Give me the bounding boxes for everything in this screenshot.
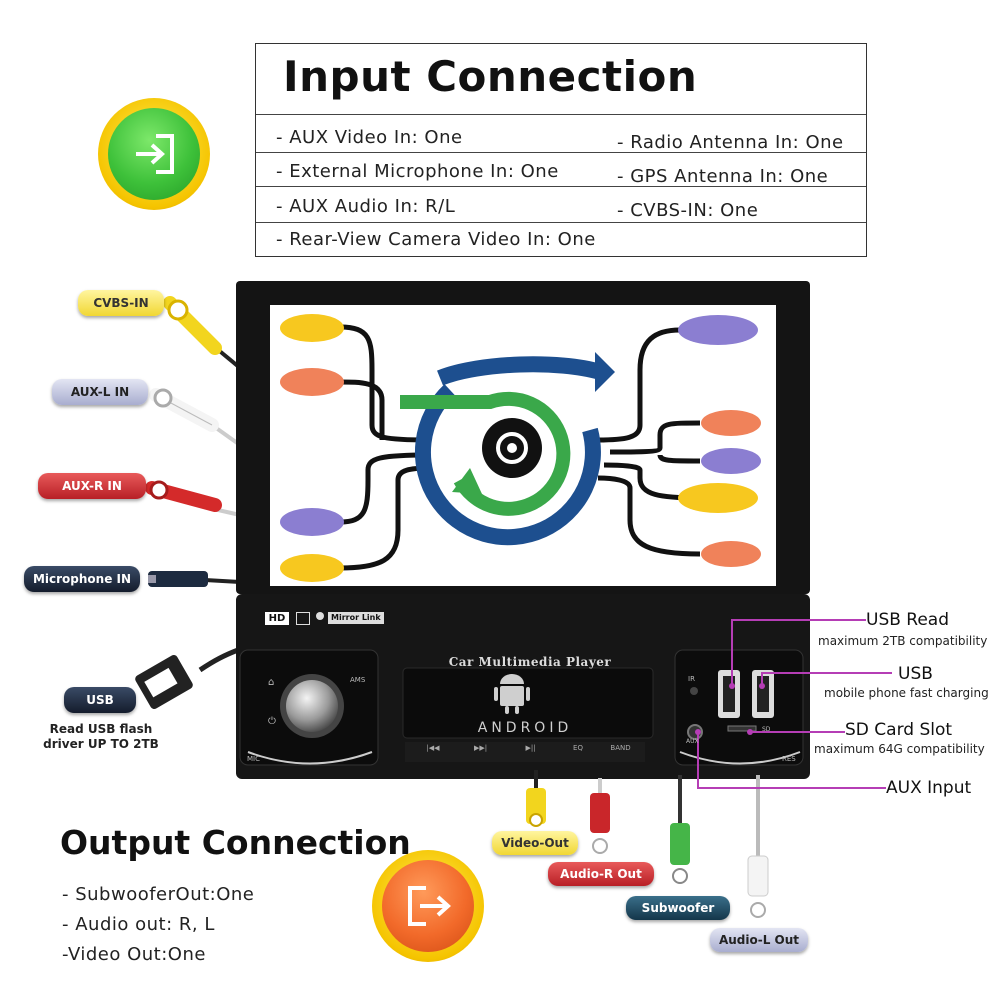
spec-cvbs-in: - CVBS-IN: One: [617, 200, 759, 221]
output-icon-badge: [372, 850, 484, 962]
subwoofer-cable: [670, 775, 690, 884]
video-out-tag: Video-Out: [492, 831, 578, 855]
spec-rear-camera-in: - Rear-View Camera Video In: One: [276, 229, 596, 250]
usb-note-line1: Read USB flash: [49, 722, 153, 736]
callout-lines: [697, 619, 892, 789]
table-divider: [256, 222, 866, 223]
aux-r-in-cable: [145, 480, 241, 517]
cvbs-in-tag: CVBS-IN: [78, 290, 164, 316]
microphone-in-cable: [148, 571, 241, 587]
video-out-cable: [526, 770, 546, 827]
spec-aux-video-in: - AUX Video In: One: [276, 127, 463, 148]
power-icon[interactable]: ⏻: [268, 716, 276, 727]
eq-button[interactable]: EQ: [573, 744, 583, 752]
audio-l-out-cable: [747, 775, 769, 918]
spec-external-mic-in: - External Microphone In: One: [276, 161, 559, 182]
input-connection-title: Input Connection: [283, 52, 698, 101]
aux-port-label: AUX: [686, 738, 699, 745]
table-divider: [256, 186, 866, 187]
output-connection-title: Output Connection: [60, 823, 411, 862]
aux-input-callout: AUX Input: [886, 778, 972, 798]
ams-label: AMS: [350, 676, 366, 684]
touch-icon: [316, 612, 324, 620]
aux-l-in-cable: [149, 388, 242, 447]
band-button[interactable]: BAND: [610, 744, 631, 752]
hd-badge: HD: [265, 612, 289, 625]
screen-diagram: [280, 314, 761, 582]
usb-read-subtitle: maximum 2TB compatibility: [818, 634, 988, 648]
usb-read-callout: USB Read: [866, 610, 950, 630]
table-divider: [256, 152, 866, 153]
android-wordmark: ANDROID: [477, 720, 573, 736]
enter-arrow-icon: [108, 108, 200, 200]
audio-r-out-tag: Audio-R Out: [548, 862, 654, 886]
res-label: RES: [782, 755, 796, 763]
usb-cable: [135, 647, 239, 709]
play-pause-button[interactable]: ▶||: [525, 744, 536, 752]
output-video: -Video Out:One: [62, 944, 206, 965]
mic-label: MIC: [247, 755, 260, 763]
next-button[interactable]: ▶▶|: [473, 744, 488, 752]
subwoofer-tag: Subwoofer: [626, 896, 730, 920]
input-icon-badge: [98, 98, 210, 210]
sd-slot-subtitle: maximum 64G compatibility: [814, 742, 985, 756]
mirror-link-label: Mirror Link: [328, 612, 384, 624]
panel-title: Car Multimedia Player: [448, 655, 612, 669]
usb-charge-callout: USB: [898, 664, 933, 684]
aux-r-in-tag: AUX-R IN: [38, 473, 146, 499]
usb-note-line2: driver UP TO 2TB: [43, 737, 159, 751]
usb-note: Read USB flash driver UP TO 2TB: [40, 722, 162, 752]
audio-r-out-cable: [590, 778, 610, 854]
spec-aux-audio-in: - AUX Audio In: R/L: [276, 196, 456, 217]
film-icon: [296, 612, 310, 625]
spec-radio-antenna-in: - Radio Antenna In: One: [617, 132, 844, 153]
usb-charge-subtitle: mobile phone fast charging: [824, 686, 989, 700]
ir-label: IR: [688, 675, 695, 683]
sd-mark: SD: [762, 726, 771, 733]
spec-gps-antenna-in: - GPS Antenna In: One: [617, 166, 829, 187]
home-icon[interactable]: ⌂: [268, 677, 275, 688]
usb-tag: USB: [64, 687, 136, 713]
input-connection-table: [255, 43, 867, 257]
audio-l-out-tag: Audio-L Out: [710, 928, 808, 952]
output-audio: - Audio out: R, L: [62, 914, 215, 935]
exit-arrow-icon: [382, 860, 474, 952]
output-subwoofer: - SubwooferOut:One: [62, 884, 255, 905]
table-divider: [256, 114, 866, 115]
sd-slot-callout: SD Card Slot: [845, 720, 953, 740]
aux-l-in-tag: AUX-L IN: [52, 379, 148, 405]
prev-button[interactable]: |◀◀: [426, 744, 440, 752]
cvbs-in-cable: [163, 296, 242, 370]
microphone-in-tag: Microphone IN: [24, 566, 140, 592]
